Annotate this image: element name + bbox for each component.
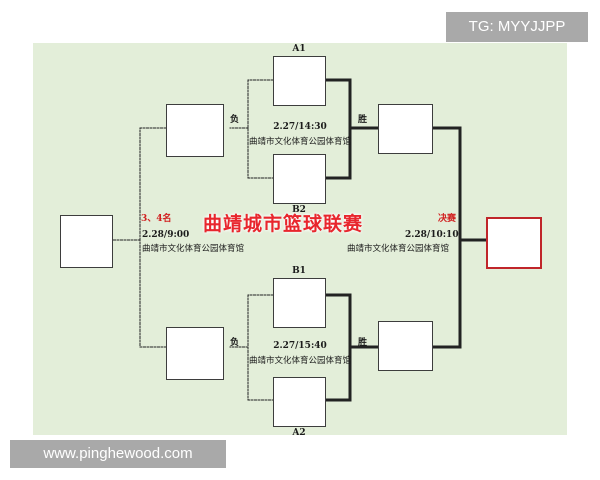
semifinal-1-loser-label: 负 bbox=[230, 115, 240, 125]
team-box-b2 bbox=[273, 154, 326, 204]
winner-box-2 bbox=[378, 321, 433, 371]
final-datetime: 2.28/10:10 bbox=[405, 230, 459, 240]
final-label: 决赛 bbox=[438, 214, 457, 224]
semifinal-1-winner-label: 胜 bbox=[358, 115, 368, 125]
slot-label-b2: B2 bbox=[292, 205, 306, 215]
third-place-label: 3、4名 bbox=[141, 214, 172, 224]
slot-label-b1: B1 bbox=[292, 266, 306, 276]
semifinal-2-winner-line bbox=[324, 293, 380, 402]
loser-box-1 bbox=[166, 104, 224, 157]
semifinal-2-loser-label: 负 bbox=[230, 338, 240, 348]
watermark-site: www.pinghewood.com bbox=[10, 440, 226, 468]
third-place-box bbox=[60, 215, 113, 268]
semifinal-1-loser-line bbox=[229, 79, 274, 179]
third-place-datetime: 2.28/9:00 bbox=[142, 230, 190, 240]
semifinal-2-loser-line bbox=[229, 294, 274, 401]
semifinal-1-datetime: 2.27/14:30 bbox=[273, 122, 327, 132]
semifinal-2-venue: 曲靖市文化体育公园体育馆 bbox=[248, 356, 352, 366]
final-venue: 曲靖市文化体育公园体育馆 bbox=[347, 244, 450, 254]
final-box bbox=[486, 217, 542, 269]
third-place-line bbox=[112, 127, 167, 348]
team-box-a1 bbox=[273, 56, 326, 106]
slot-label-a1: A1 bbox=[292, 44, 306, 54]
team-box-b1 bbox=[273, 278, 326, 328]
watermark-tag: TG: MYYJJPP bbox=[446, 12, 588, 42]
winner-box-1 bbox=[378, 104, 433, 154]
page-title: 曲靖城市篮球联赛 bbox=[203, 213, 364, 235]
semifinal-1-winner-line bbox=[324, 78, 380, 180]
semifinal-2-winner-label: 胜 bbox=[358, 338, 368, 348]
team-box-a2 bbox=[273, 377, 326, 427]
semifinal-2-datetime: 2.27/15:40 bbox=[273, 341, 327, 351]
third-place-venue: 曲靖市文化体育公园体育馆 bbox=[142, 244, 245, 254]
slot-label-a2: A2 bbox=[292, 428, 306, 438]
loser-box-2 bbox=[166, 327, 224, 380]
semifinal-1-venue: 曲靖市文化体育公园体育馆 bbox=[248, 137, 352, 147]
final-line bbox=[431, 126, 488, 349]
